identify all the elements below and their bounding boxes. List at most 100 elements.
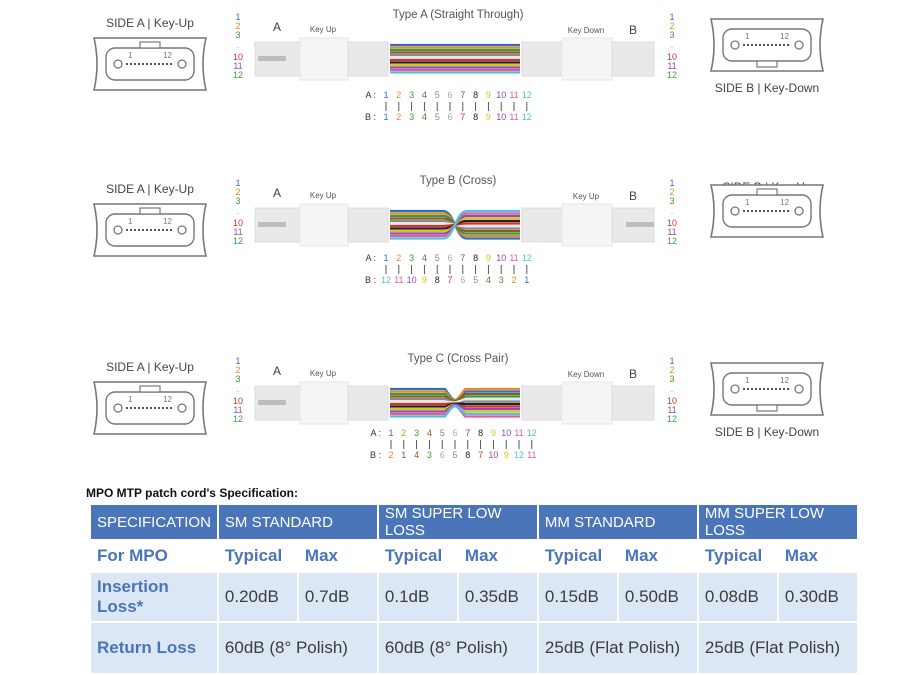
fiber-number: 12 <box>233 236 243 246</box>
pin-12-label: 12 <box>780 376 789 385</box>
fiber-number: 10 <box>667 396 677 406</box>
position-b: 1 <box>524 275 529 285</box>
cell-value: 0.35dB <box>458 573 537 621</box>
fiber-number: 11 <box>667 227 676 237</box>
position-b: 1 <box>401 450 406 460</box>
guide-hole <box>113 403 123 413</box>
key-right-label: Key Down <box>568 26 604 35</box>
fiber-strand <box>390 387 520 401</box>
key-right-label: Key Up <box>573 192 600 201</box>
left-strain <box>347 207 389 243</box>
position-b: 8 <box>473 112 478 122</box>
left-strain <box>347 41 389 77</box>
position-a: 3 <box>414 428 419 438</box>
fiber-strand <box>390 404 520 418</box>
position-a: 9 <box>486 90 491 100</box>
row-b-label: B : <box>365 275 376 285</box>
ellipsis-dot: · <box>237 386 240 396</box>
fiber-number: 1 <box>235 12 240 22</box>
position-b: 6 <box>440 450 445 460</box>
right-strain <box>521 385 563 421</box>
fiber-number: 3 <box>669 374 674 384</box>
left-housing <box>299 37 349 81</box>
ellipsis-dot: · <box>237 42 240 52</box>
position-b: 7 <box>460 112 465 122</box>
position-a: 3 <box>409 90 414 100</box>
position-b: 11 <box>394 275 403 285</box>
guide-hole <box>730 40 740 50</box>
position-a: 6 <box>447 90 452 100</box>
position-b: 2 <box>388 450 393 460</box>
right-boot <box>611 385 655 421</box>
position-b: 10 <box>407 275 417 285</box>
position-b: 3 <box>427 450 432 460</box>
pin-12-label: 12 <box>780 198 789 207</box>
fiber-number: 2 <box>235 187 240 197</box>
cell-value: 0.20dB <box>218 573 297 621</box>
position-a: 7 <box>460 253 465 263</box>
fiber-number: 10 <box>233 218 243 228</box>
header-specification: SPECIFICATION <box>91 505 217 539</box>
key-right-label: Key Down <box>568 370 604 379</box>
position-b: 3 <box>499 275 504 285</box>
position-b: 9 <box>486 112 491 122</box>
sub-max: Max <box>458 541 537 571</box>
position-a: 10 <box>496 90 506 100</box>
fiber-number: 12 <box>233 70 243 80</box>
position-b: 12 <box>522 112 532 122</box>
fiber-strand <box>390 402 520 408</box>
fiber-number: 11 <box>233 61 242 71</box>
spec-header-row: SPECIFICATION SM STANDARD SM SUPER LOW L… <box>91 505 857 539</box>
right-housing <box>561 381 613 425</box>
position-b: 3 <box>409 112 414 122</box>
position-b: 1 <box>383 112 388 122</box>
position-a: 1 <box>388 428 393 438</box>
guide-hole <box>794 384 804 394</box>
position-a: 5 <box>435 90 440 100</box>
position-b: 9 <box>504 450 509 460</box>
fiber-number: 3 <box>235 374 240 384</box>
left-side-label: SIDE A | Key-Up <box>106 16 194 30</box>
right-housing <box>561 37 613 81</box>
pin-1-label: 1 <box>745 198 750 207</box>
sub-typical: Typical <box>218 541 297 571</box>
fiber-number: 12 <box>667 236 677 246</box>
guide-hole <box>177 59 187 69</box>
ellipsis-dot: · <box>671 386 674 396</box>
end-label-a: A <box>273 364 281 378</box>
position-a: 6 <box>452 428 457 438</box>
fiber-number: 10 <box>667 52 677 62</box>
fiber-number: 3 <box>235 196 240 206</box>
row-b-label: B : <box>365 112 376 122</box>
end-label-b: B <box>629 367 637 381</box>
position-a: 10 <box>496 253 506 263</box>
fiber-number: 11 <box>667 405 676 415</box>
cell-value: 60dB (8° Polish) <box>218 623 377 673</box>
position-b: 12 <box>514 450 524 460</box>
row-a-label: A : <box>365 90 376 100</box>
ellipsis-dot: · <box>237 208 240 218</box>
pin-12-label: 12 <box>163 51 172 60</box>
row-label: Return Loss <box>91 623 217 673</box>
position-b: 11 <box>509 112 518 122</box>
position-a: 5 <box>435 253 440 263</box>
right-boot <box>611 41 655 77</box>
left-housing <box>299 381 349 425</box>
cell-value: 0.1dB <box>378 573 457 621</box>
position-a: 12 <box>522 253 532 263</box>
end-label-a: A <box>273 20 281 34</box>
position-a: 2 <box>401 428 406 438</box>
fiber-number: 3 <box>235 30 240 40</box>
spec-table: SPECIFICATION SM STANDARD SM SUPER LOW L… <box>89 503 859 675</box>
guide-hole <box>794 206 804 216</box>
diagram-title: Type A (Straight Through) <box>393 9 524 21</box>
position-a: 8 <box>478 428 483 438</box>
